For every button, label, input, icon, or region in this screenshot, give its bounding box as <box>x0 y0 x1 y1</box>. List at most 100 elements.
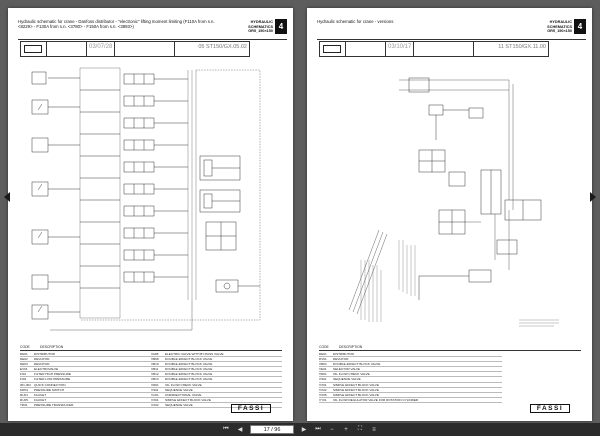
next-page-icon[interactable]: ▶ <box>301 427 307 433</box>
section-number: 4 <box>574 19 586 34</box>
tag-line: GR5_150×150 <box>248 29 273 33</box>
legend-description: FILTER HIGH PRESSURE <box>34 372 71 377</box>
legend-code: DV01 <box>319 357 327 362</box>
last-page-icon[interactable]: ⏭ <box>315 426 321 432</box>
legend-row: VX02 SEQUENCE VALVE <box>151 402 282 409</box>
hydraulic-schematic-drawing <box>31 67 261 331</box>
viewer-toolbar: ⏮ ◀ 17 / 96 ▶ ⏭ − + ⛶ ≡ <box>0 423 600 436</box>
legend-row: TR01 PRESSURE TRANSDUCER <box>20 402 151 409</box>
legend-description: OIL FLOW CHECK VALVE <box>165 382 202 387</box>
legend-description: FAUCET <box>34 397 47 402</box>
legend-code: VB10 <box>151 362 159 367</box>
legend-header-description: DESCRIPTION <box>40 345 64 349</box>
legend-description: SIMPLE EFFECT BLOCK VALVE <box>333 382 379 387</box>
legend-code: VE01 <box>319 367 327 372</box>
legend-code: TR01 <box>20 402 28 407</box>
header-divider <box>317 39 586 40</box>
legend-code: VX01 <box>151 397 159 402</box>
legend-description: DEVIATOR <box>333 357 349 362</box>
truck-logo-icon <box>320 42 346 56</box>
title-block-notes <box>47 42 87 56</box>
legend-description: SEQUENCE VALVE <box>165 387 193 392</box>
legend-code: RU01 <box>20 392 28 397</box>
legend-row: FI01 FILTER HIGH PRESSURE <box>20 372 151 378</box>
legend-description: SIMPLE EFFECT BLOCK VALVE <box>165 397 211 402</box>
legend-row: DV01 DEVIATOR <box>319 357 503 363</box>
zoom-in-icon[interactable]: + <box>344 426 348 433</box>
previous-page-icon[interactable]: ◀ <box>237 427 243 433</box>
legend-column-right <box>502 352 581 403</box>
tag-line: HYDRAULIC <box>549 20 572 24</box>
fullscreen-icon[interactable]: ⛶ <box>357 426 363 432</box>
first-page-icon[interactable]: ⏮ <box>223 426 229 432</box>
menu-icon[interactable]: ≡ <box>372 426 376 433</box>
title-block-notes <box>115 42 175 56</box>
legend-code: IR1-IR4 <box>20 382 31 387</box>
legend-code: DE03 <box>20 362 28 367</box>
legend-description: OIL FLOW REGULATOR VALVE FOR ROTATION CY… <box>333 397 419 402</box>
legend-description: DISTRIBUTOR <box>333 352 354 356</box>
legend-code: FI01 <box>20 372 27 377</box>
legend-description: SIMPLE EFFECT BLOCK VALVE <box>333 387 379 392</box>
legend-code: VU01 <box>151 392 159 397</box>
page-left: Hydraulic schematic for crane - Danfoss … <box>8 8 293 421</box>
page-indicator[interactable]: 17 / 96 <box>250 425 294 434</box>
section-number: 4 <box>275 19 287 34</box>
legend-row: VB10 DOUBLE EFFECT BLOCK VALVE <box>151 362 282 368</box>
legend-header-code: CODE <box>20 345 30 349</box>
legend-code: VB11 <box>151 367 159 372</box>
title-block: 03/10/17 11 ST150/GX.11.00 <box>319 41 549 57</box>
tag-line: HYDRAULIC <box>250 20 273 24</box>
previous-page-arrow-icon[interactable] <box>4 192 10 202</box>
legend-row: VU01 UNIDIRECTIONAL VALVE <box>151 393 282 398</box>
legend-description: PRESSURE TRANSDUCER <box>34 402 74 407</box>
legend-row: RU01 FAUCET <box>20 393 151 398</box>
legend-code: VA08 <box>151 352 159 356</box>
legend-row: RU05 FAUCET <box>20 398 151 403</box>
truck-logo-icon <box>21 42 47 56</box>
legend-code: VX02 <box>151 402 159 407</box>
drawing-date: 03/10/17 <box>386 42 414 56</box>
legend-row: VX01 SIMPLE EFFECT BLOCK VALVE <box>319 382 503 388</box>
legend-description: FAUCET <box>34 392 47 397</box>
legend-code: VB08 <box>151 357 159 362</box>
legend-header: CODE DESCRIPTION <box>20 345 282 351</box>
legend-code: FI02 <box>20 377 27 382</box>
next-page-arrow-icon[interactable] <box>590 192 596 202</box>
legend-code: VX01 <box>319 382 327 387</box>
legend-description: DOUBLE EFFECT BLOCK VALVE <box>165 362 213 367</box>
legend-description: SEQUENCE VALVE <box>165 402 193 407</box>
legend-header-code: CODE <box>319 345 329 349</box>
legend-code: VX05 <box>319 392 327 397</box>
title-block-notes <box>414 42 474 56</box>
zoom-out-icon[interactable]: − <box>330 426 334 433</box>
legend-code: VB12 <box>151 372 159 377</box>
legend-header-description: DESCRIPTION <box>339 345 363 349</box>
legend-description: SIMPLE EFFECT BLOCK VALVE <box>333 392 379 397</box>
legend-description: QUICK CONNECTION <box>34 382 66 387</box>
legend-description: DOUBLE EFFECT BLOCK VALVE <box>165 357 213 362</box>
page-right: Hydraulic schematic for crane - versions… <box>307 8 592 421</box>
legend-code: RU05 <box>20 397 28 402</box>
legend-code: VB04 <box>319 362 327 367</box>
legend-description: UNIDIRECTIONAL VALVE <box>165 392 202 397</box>
title-block: 03/07/28 05 ST150/GX.05.02 <box>20 41 250 57</box>
hydraulic-schematic-drawing <box>348 77 559 327</box>
legend-row: VB12 DOUBLE EFFECT BLOCK VALVE <box>151 372 282 378</box>
legend-description: DOUBLE EFFECT BLOCK VALVE <box>165 372 213 377</box>
